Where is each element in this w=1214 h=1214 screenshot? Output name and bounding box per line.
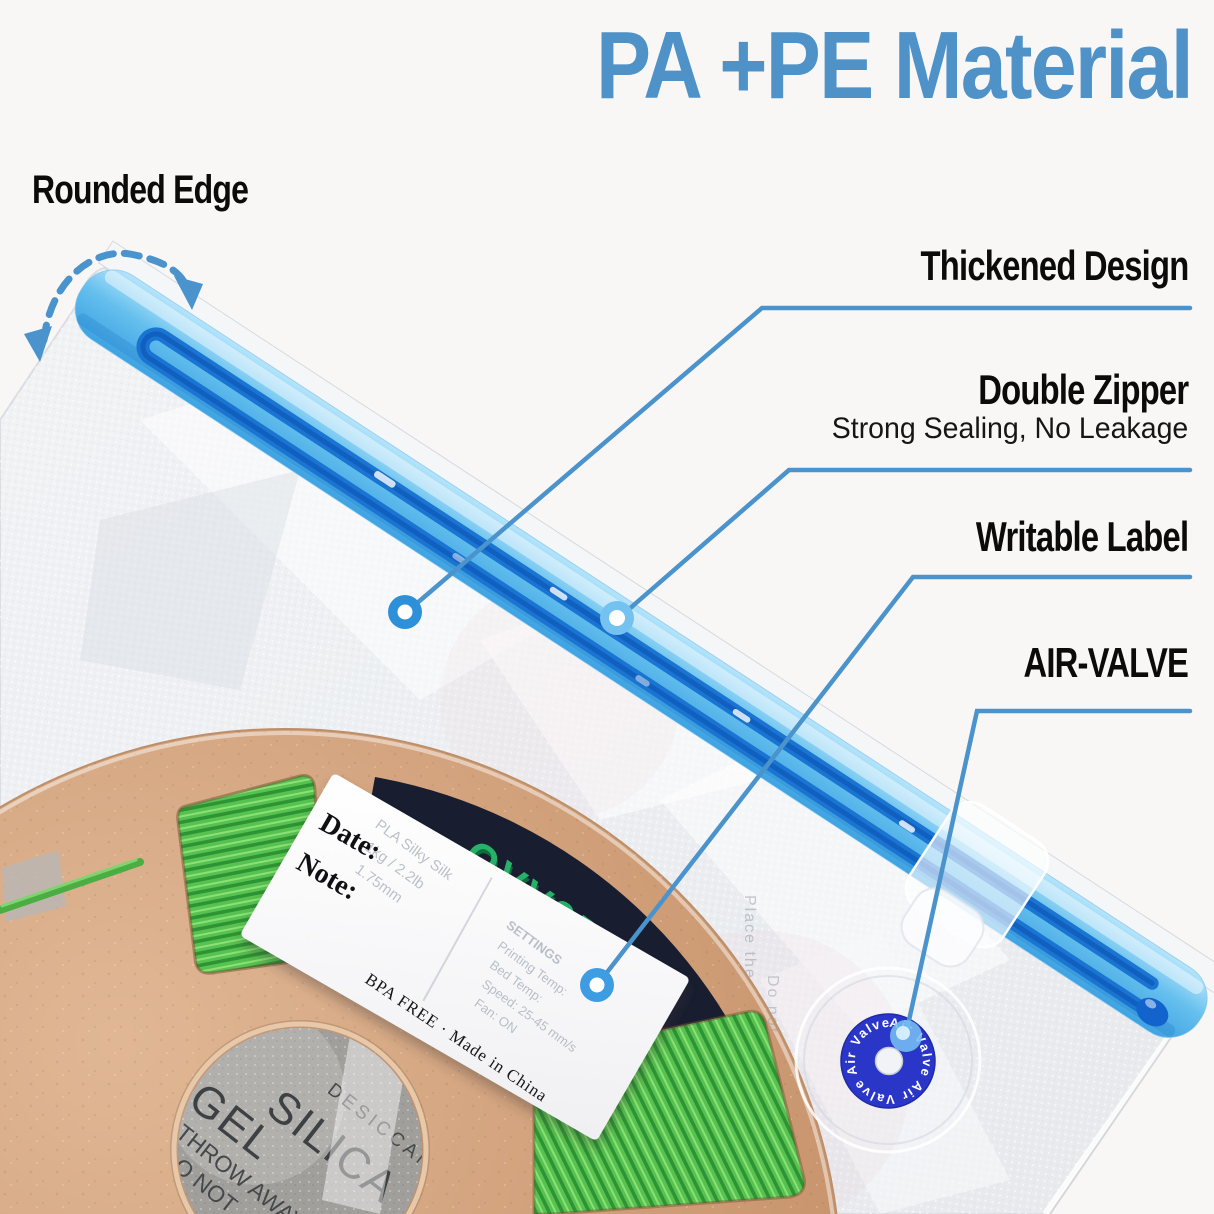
air-valve: Air Valve Air Valve Air Valve [794,966,982,1154]
leader-air-valve [903,708,1193,1037]
rounded-edge-label: Rounded Edge [32,168,249,212]
leader-writable-label [595,574,1193,987]
bag-print-text-1: Place the [741,895,758,980]
leader-thickened-design [406,305,1193,613]
arrow-head-right [174,276,203,310]
thickened-design-label: Thickened Design [920,242,1189,289]
arrow-head-left [24,326,52,362]
rounded-edge-arrow-arc [40,249,193,344]
double-zipper-label: Double Zipper [977,366,1189,413]
filament-end [0,858,144,914]
zipper [74,240,1214,1038]
air-valve-label: AIR-VALVE [1023,639,1188,686]
double-zipper-sublabel: Strong Sealing, No Leakage [831,412,1188,445]
annotations [24,249,1193,1052]
leader-double-zipper [617,467,1193,620]
page-title: PA +PE Material [596,12,1194,119]
bag-print-text-2: Do not [764,975,781,1034]
writable-label-label: Writable Label [975,513,1189,560]
air-valve-hole [874,1046,904,1076]
zipper-end-bulb [1136,997,1169,1027]
